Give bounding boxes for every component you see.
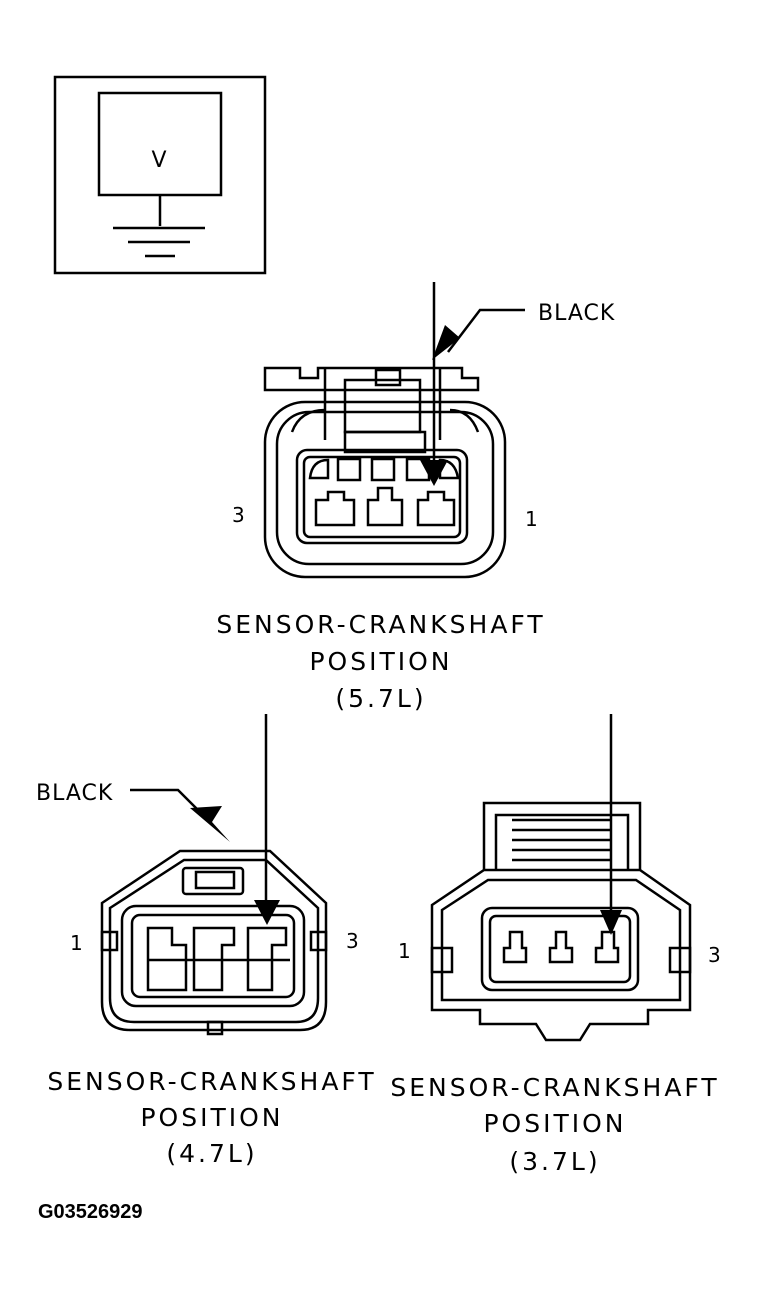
callout-arrow-icon [432,325,460,360]
probe-arrow-icon [420,460,448,486]
wire-color-label: BLACK [36,781,113,806]
caption-line-3: (5.7L) [335,684,426,713]
connector-4-7l [100,849,328,1036]
probe-arrow-icon [254,900,280,925]
caption-line-3: (4.7L) [166,1139,257,1168]
caption-line-2: POSITION [483,1109,626,1138]
voltmeter-icon [53,75,267,275]
pin-number-left: 3 [232,503,245,527]
wire-color-label: BLACK [538,301,615,326]
pin-number-right: 3 [708,943,721,967]
pin-number-left: 1 [398,939,411,963]
callout-arrow-icon [190,806,230,842]
pin-number-right: 3 [346,929,359,953]
figure-id: G03526929 [38,1201,143,1223]
caption-line-2: POSITION [140,1103,283,1132]
caption-line-3: (3.7L) [509,1147,600,1176]
caption-line-1: SENSOR-CRANKSHAFT [216,610,545,639]
connector-5-7l [263,366,507,579]
caption-line-1: SENSOR-CRANKSHAFT [47,1067,376,1096]
connector-3-7l [430,801,692,1042]
probe-arrow-icon [600,910,622,935]
voltmeter-symbol: V [151,148,166,173]
callout-leader [130,788,211,823]
caption-line-2: POSITION [309,647,452,676]
pin-number-right: 1 [525,507,538,531]
caption-line-1: SENSOR-CRANKSHAFT [390,1073,719,1102]
callout-leader [447,308,525,353]
pin-number-left: 1 [70,931,83,955]
